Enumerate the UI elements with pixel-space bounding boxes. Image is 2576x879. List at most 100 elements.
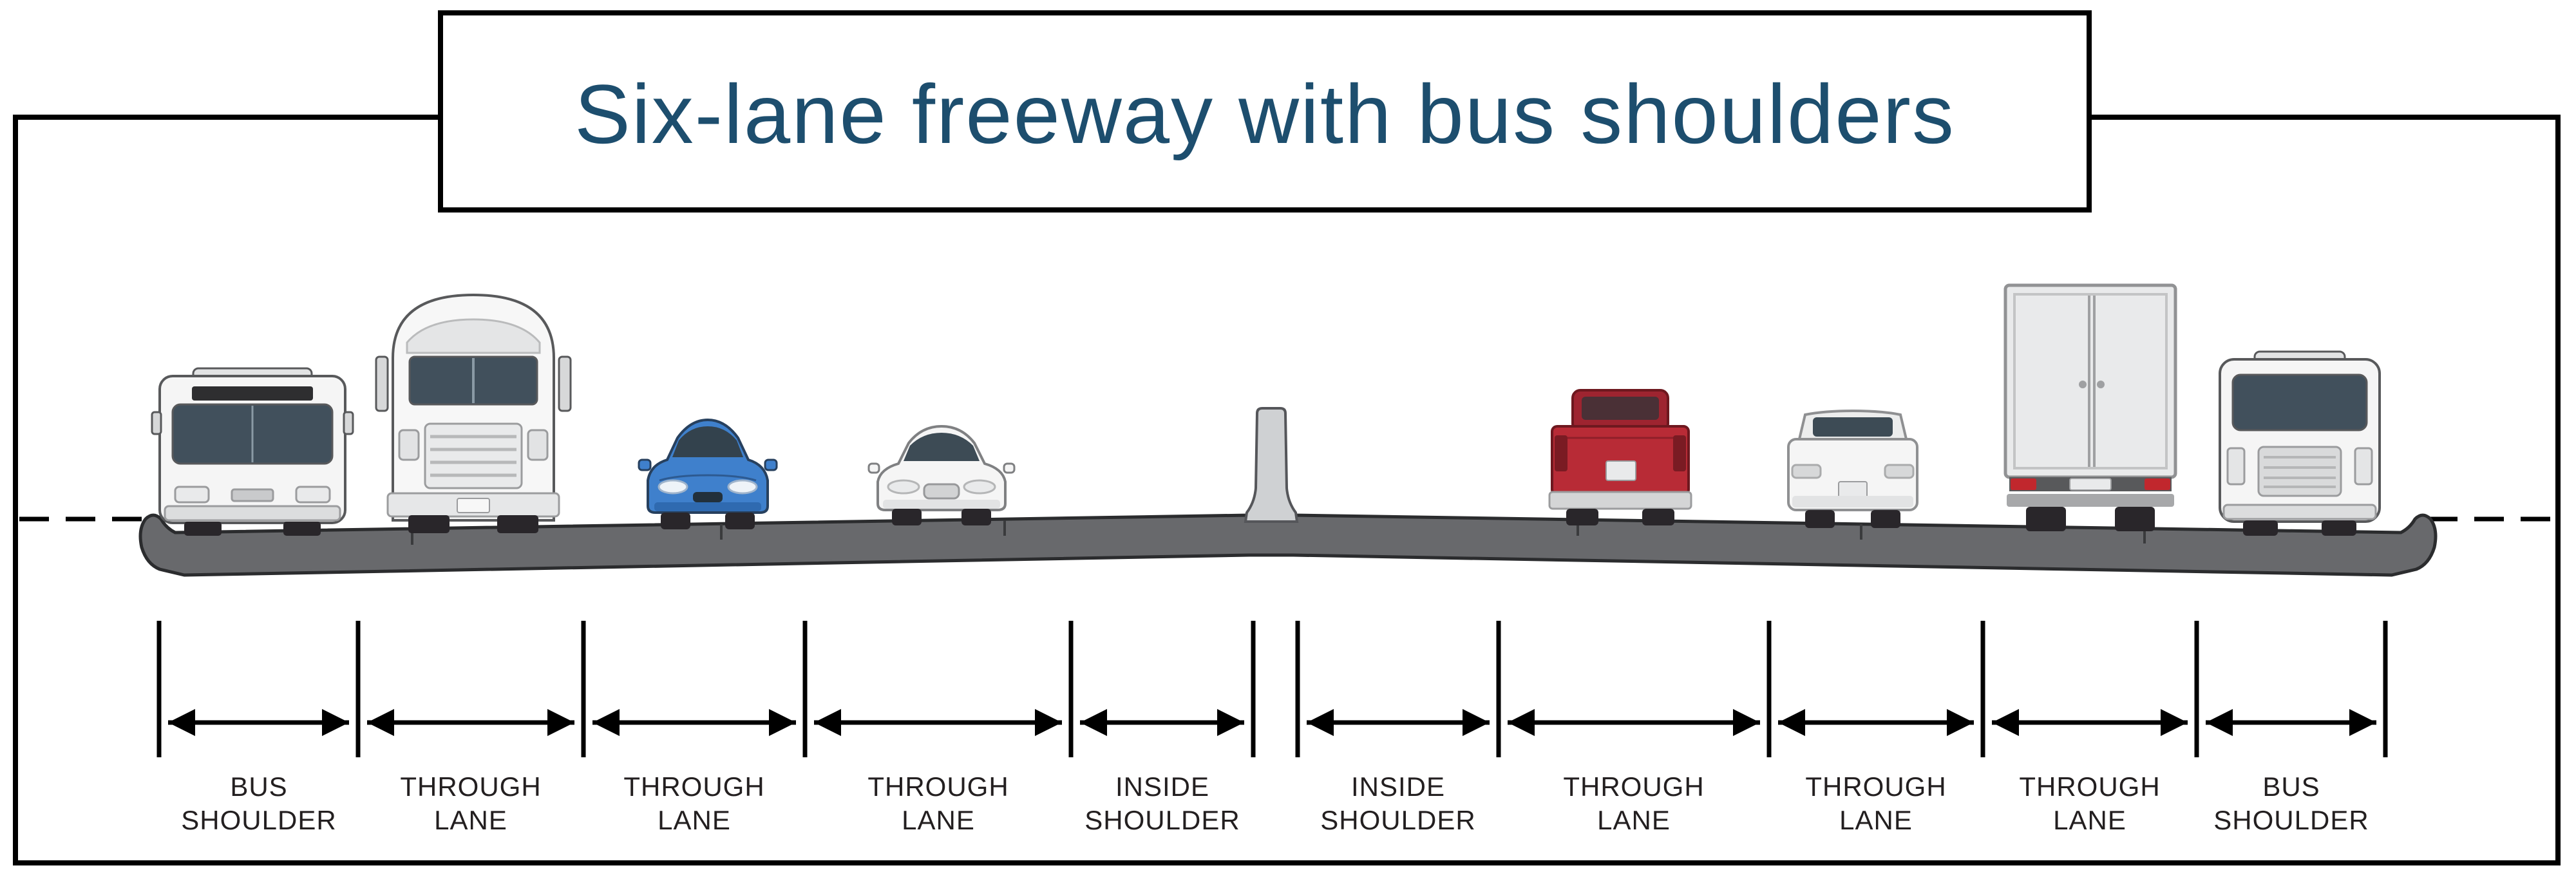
car-wheel-right: [1871, 510, 1900, 528]
bus-mirror-right: [343, 411, 354, 435]
lane-label-line1: BUS: [2262, 771, 2320, 802]
truck-headlight-right: [527, 429, 549, 461]
car-rear-window: [1813, 417, 1893, 437]
car-mirror-right: [764, 458, 778, 471]
bus-wheel-right: [283, 522, 321, 536]
title-box: [438, 10, 2092, 213]
truck-license-plate: [457, 498, 490, 513]
truck-roof-fairing: [406, 318, 541, 354]
car-headlight-right: [963, 479, 996, 495]
bus-wheel-left: [184, 522, 222, 536]
pickup-bumper: [1548, 491, 1692, 510]
pickup-taillight-left: [1555, 435, 1567, 471]
car-headlight-right: [727, 479, 758, 495]
car-bumper: [654, 502, 761, 511]
semi-truck-front-icon: [375, 293, 572, 533]
bus-engine-grille: [2257, 446, 2342, 497]
bus-taillight-left: [2226, 447, 2246, 486]
lane-label-line1: THROUGH: [623, 771, 764, 802]
lane-label-line2: LANE: [1597, 805, 1671, 835]
bus-headlight-right: [295, 486, 331, 504]
car-hood-line: [659, 474, 757, 482]
car-wheel-right: [961, 509, 991, 525]
pickup-wheel-left: [1566, 509, 1598, 525]
truck-mirror-left: [375, 355, 389, 412]
truck-mirror-right: [558, 355, 572, 412]
lane-label-bus-shoulder-left: BUS SHOULDER: [181, 771, 336, 835]
car-headlight-left: [658, 479, 688, 495]
car-headlight-left: [887, 479, 920, 495]
lane-label-through-lane-2: THROUGH LANE: [623, 771, 764, 835]
lane-label-line1: THROUGH: [2019, 771, 2160, 802]
lane-label-line2: SHOULDER: [2213, 805, 2369, 835]
car-grille: [923, 483, 960, 500]
boxtruck-taillight-left: [2011, 478, 2036, 490]
car-grille: [693, 492, 723, 502]
bus-rear-window: [2231, 373, 2368, 431]
bus-mirror-left: [151, 411, 162, 435]
white-car-rear-icon: [1787, 409, 1918, 528]
truck-grille-bars: [430, 435, 516, 477]
boxtruck-door-handle-left: [2079, 381, 2087, 388]
lane-label-inside-shoulder-right: INSIDE SHOULDER: [1320, 771, 1475, 835]
bus-destination-sign: [192, 386, 313, 401]
lane-label-through-lane-4: THROUGH LANE: [1563, 771, 1704, 835]
dimension-ticks: [156, 621, 2388, 757]
car-taillight-left: [1791, 464, 1822, 479]
lane-label-line2: LANE: [902, 805, 975, 835]
car-bumper: [883, 500, 1000, 509]
lane-label-line1: INSIDE: [1115, 771, 1209, 802]
bus-bumper: [2222, 504, 2377, 520]
boxtruck-taillight-right: [2145, 478, 2170, 490]
car-body: [1787, 438, 1918, 511]
bus-rear-icon: [2219, 350, 2381, 536]
car-wheel-right: [725, 513, 755, 529]
bus-taillight-right: [2354, 447, 2373, 486]
pickup-wheel-right: [1642, 509, 1674, 525]
white-car-front-icon: [867, 424, 1016, 525]
lane-label-line2: LANE: [658, 805, 731, 835]
bus-engine-vents: [2264, 456, 2336, 488]
lane-label-through-lane-1: THROUGH LANE: [400, 771, 541, 835]
car-bumper: [1792, 496, 1913, 507]
lane-label-bus-shoulder-right: BUS SHOULDER: [2213, 771, 2369, 835]
lane-label-line2: SHOULDER: [1084, 805, 1240, 835]
pickup-rear-window: [1582, 397, 1659, 420]
car-windshield: [672, 426, 743, 457]
lane-label-line1: INSIDE: [1351, 771, 1445, 802]
lane-label-line1: THROUGH: [1805, 771, 1946, 802]
median-barrier: [1244, 407, 1299, 523]
boxtruck-door-handle-right: [2097, 381, 2105, 388]
truck-grille: [424, 422, 523, 489]
lane-label-line2: LANE: [434, 805, 507, 835]
lane-label-line2: SHOULDER: [181, 805, 336, 835]
boxtruck-bumper: [2007, 494, 2174, 507]
lane-label-through-lane-3: THROUGH LANE: [867, 771, 1008, 835]
truck-headlight-left: [398, 429, 420, 461]
truck-wheel-right: [497, 515, 538, 533]
car-wheel-left: [661, 513, 690, 529]
lane-label-line1: BUS: [230, 771, 287, 802]
lane-label-through-lane-5: THROUGH LANE: [1805, 771, 1946, 835]
truck-wheel-left: [408, 515, 450, 533]
bus-grille: [231, 488, 274, 502]
bus-wheel-right: [2322, 520, 2356, 536]
pickup-license-plate: [1605, 460, 1636, 481]
lane-label-line1: THROUGH: [400, 771, 541, 802]
car-mirror-right: [1003, 462, 1016, 474]
car-wheel-left: [892, 509, 922, 525]
lane-label-line2: LANE: [1839, 805, 1913, 835]
bus-bumper: [164, 505, 341, 522]
car-wheel-left: [1805, 510, 1835, 528]
car-taillight-right: [1884, 464, 1915, 479]
blue-car-front-icon: [638, 418, 778, 529]
lane-label-inside-shoulder-left: INSIDE SHOULDER: [1084, 771, 1240, 835]
lane-label-line1: THROUGH: [1563, 771, 1704, 802]
bus-wheel-left: [2243, 520, 2278, 536]
boxtruck-door-frame: [2013, 293, 2168, 469]
boxtruck-wheel-right: [2115, 507, 2155, 531]
bus-front-icon: [151, 367, 354, 536]
road-cross-section: [138, 513, 2438, 577]
lane-label-line2: SHOULDER: [1320, 805, 1475, 835]
